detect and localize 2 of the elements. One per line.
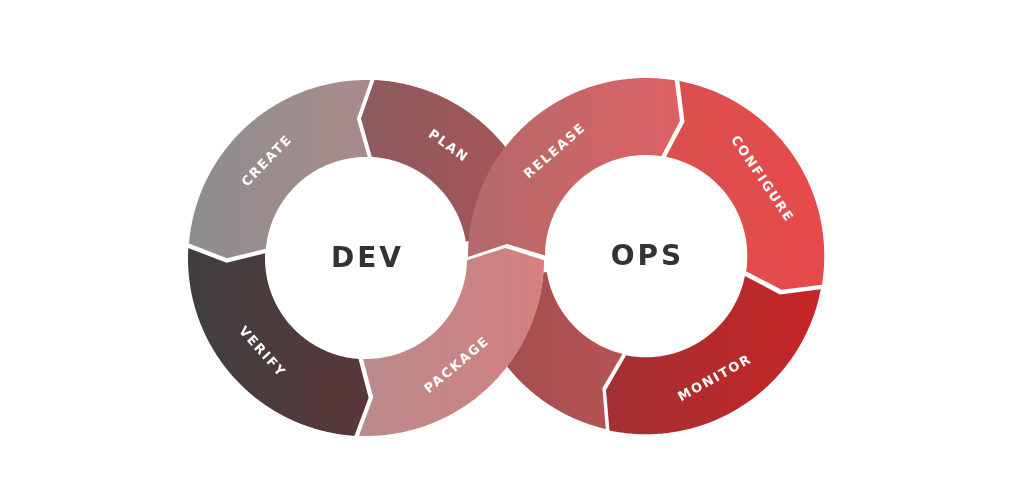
center-label: OPS [609, 242, 685, 270]
center-label: DEV [330, 244, 404, 272]
